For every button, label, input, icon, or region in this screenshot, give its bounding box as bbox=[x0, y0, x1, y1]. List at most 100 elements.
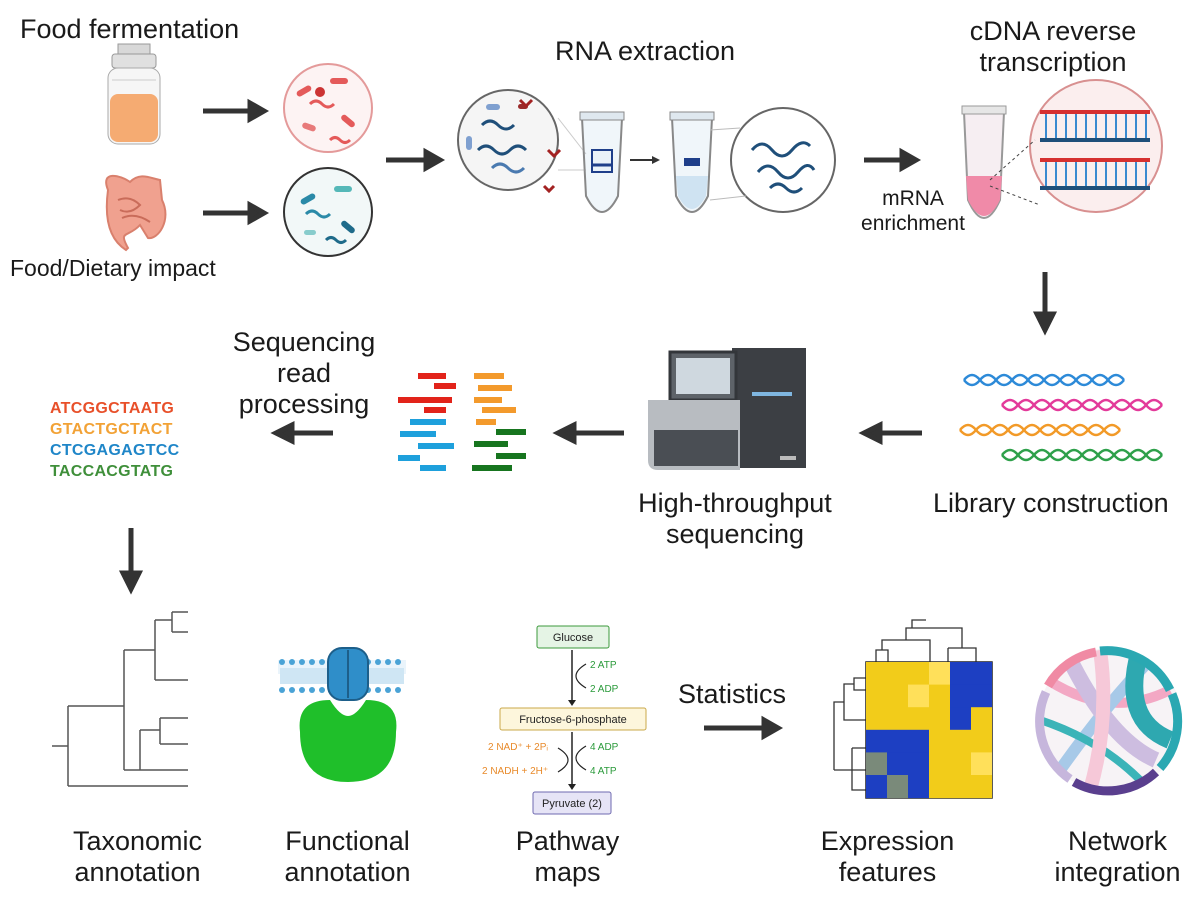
heatmap-cell bbox=[866, 775, 887, 799]
pathway-atp-out: 4 ATP bbox=[590, 766, 617, 777]
label-rna-extraction: RNA extraction bbox=[555, 36, 736, 66]
heatmap-cell bbox=[908, 707, 929, 731]
heatmap-cell bbox=[971, 752, 992, 776]
pathway-glucose: Glucose bbox=[553, 632, 593, 644]
heatmap-cell bbox=[929, 707, 950, 731]
network-ring-icon bbox=[1035, 646, 1183, 796]
heatmap-cell bbox=[908, 775, 929, 799]
heatmap-cell bbox=[971, 775, 992, 799]
label-taxonomic-annotation: Taxonomic annotation bbox=[55, 826, 220, 888]
heatmap-dendrogram-top-icon bbox=[875, 619, 977, 662]
heatmap-cell bbox=[971, 729, 992, 753]
sequence-list: ATCGGCTAATG GTACTGCTACT CTCGAGAGTCC TACC… bbox=[50, 398, 180, 482]
heatmap-cell bbox=[866, 707, 887, 731]
membrane-transporter-icon bbox=[278, 647, 406, 701]
heatmap-cell bbox=[887, 752, 908, 776]
heatmap-cell bbox=[929, 752, 950, 776]
cdna-tube-icon bbox=[961, 105, 1007, 219]
heatmap-cell bbox=[950, 684, 971, 708]
label-func-line1: Functional bbox=[285, 826, 410, 856]
cdna-zoom-dots-icon bbox=[989, 139, 1041, 206]
heatmap-cell bbox=[950, 752, 971, 776]
label-food-dietary-impact: Food/Dietary impact bbox=[10, 255, 216, 281]
pathway-nad: 2 NAD⁺ + 2Pᵢ bbox=[488, 742, 548, 753]
heatmap-cell bbox=[866, 662, 887, 686]
label-hts-line1: High-throughput bbox=[638, 488, 832, 518]
heatmap-cell bbox=[908, 752, 929, 776]
heatmap-cell bbox=[971, 662, 992, 686]
label-library-construction: Library construction bbox=[933, 488, 1169, 518]
label-tax-line1: Taxonomic bbox=[72, 826, 203, 856]
flow-arrows bbox=[118, 98, 1058, 741]
rna-microbe-circle-icon bbox=[457, 89, 559, 191]
pathway-nadh: 2 NADH + 2H⁺ bbox=[482, 766, 548, 777]
heatmap-cell bbox=[887, 662, 908, 686]
fermentation-jar-icon bbox=[107, 43, 161, 145]
heatmap-cell bbox=[929, 662, 950, 686]
label-mrna-enrichment: mRNA enrichment bbox=[858, 186, 968, 236]
pathway-pyruvate: Pyruvate (2) bbox=[542, 798, 602, 810]
label-food-fermentation: Food fermentation bbox=[20, 14, 240, 44]
sequencer-machine-icon bbox=[648, 348, 806, 470]
zoom-lines-tube2-icon bbox=[709, 127, 747, 201]
pathway-adp-out: 2 ADP bbox=[590, 684, 619, 695]
pathway-f6p: Fructose-6-phosphate bbox=[519, 714, 627, 726]
label-pathway-maps: Pathway maps bbox=[490, 826, 645, 888]
label-expression-features: Expression features bbox=[805, 826, 970, 888]
heatmap-cell bbox=[929, 729, 950, 753]
label-mrna-line2: enrichment bbox=[861, 212, 965, 235]
microbe-circle-fermentation-icon bbox=[283, 63, 373, 153]
heatmap-cell bbox=[866, 752, 887, 776]
label-expr-line1: Expression bbox=[820, 826, 955, 856]
heatmap-dendrogram-left-icon bbox=[833, 677, 866, 791]
heatmap-cell bbox=[971, 684, 992, 708]
label-srp-line1: Sequencing bbox=[232, 327, 376, 357]
rna-small-fragments-icon bbox=[518, 98, 562, 194]
label-sequencing-read-processing: Sequencing read processing bbox=[216, 327, 392, 420]
cdna-zoom-circle-icon bbox=[1029, 79, 1163, 213]
heatmap-cell bbox=[866, 729, 887, 753]
spin-column-tube-1-icon bbox=[579, 111, 625, 213]
sequence-line: CTCGAGAGTCC bbox=[50, 442, 180, 459]
heatmap-cell bbox=[887, 729, 908, 753]
enzyme-shape-icon bbox=[299, 700, 397, 782]
pathway-adp-in: 4 ADP bbox=[590, 742, 619, 753]
label-expr-line2: features bbox=[838, 857, 937, 887]
rna-strand-circle-icon bbox=[730, 107, 836, 213]
heatmap-cell bbox=[908, 729, 929, 753]
pathway-map-icon bbox=[499, 625, 647, 815]
heatmap-cell bbox=[929, 775, 950, 799]
heatmap-cell bbox=[929, 684, 950, 708]
heatmap-cell bbox=[908, 684, 929, 708]
network-chord-diagram-icon bbox=[1038, 648, 1182, 792]
heatmap-cell bbox=[887, 684, 908, 708]
zoom-lines-rna-icon bbox=[557, 117, 587, 171]
heatmap-cell bbox=[887, 775, 908, 799]
label-srp-line3: processing bbox=[238, 389, 370, 419]
label-cdna-line1: cDNA reverse bbox=[969, 16, 1137, 46]
small-arrow-icon bbox=[630, 156, 660, 164]
heatmap-grid bbox=[865, 661, 993, 799]
sequence-line: ATCGGCTAATG bbox=[50, 400, 175, 417]
heatmap-cell bbox=[866, 684, 887, 708]
label-cdna-line2: transcription bbox=[979, 47, 1127, 77]
label-functional-annotation: Functional annotation bbox=[265, 826, 430, 888]
heatmap-cell bbox=[908, 662, 929, 686]
library-dna-helices-icon bbox=[959, 373, 1163, 462]
heatmap-cell bbox=[950, 707, 971, 731]
label-func-line2: annotation bbox=[284, 857, 411, 887]
read-fragments-icon bbox=[398, 373, 526, 471]
label-high-throughput-sequencing: High-throughput sequencing bbox=[620, 488, 850, 550]
label-net-line2: integration bbox=[1054, 857, 1181, 887]
microbe-circle-dietary-icon bbox=[283, 167, 373, 257]
label-statistics: Statistics bbox=[678, 679, 787, 709]
label-cdna-reverse-transcription: cDNA reverse transcription bbox=[958, 16, 1148, 78]
label-network-integration: Network integration bbox=[1040, 826, 1195, 888]
heatmap-cell bbox=[950, 775, 971, 799]
sequence-line: TACCACGTATG bbox=[50, 463, 174, 480]
taxonomic-tree-icon bbox=[52, 611, 188, 787]
spin-column-tube-2-icon bbox=[669, 111, 715, 213]
label-pathway-line1: Pathway bbox=[515, 826, 620, 856]
heatmap-cell bbox=[887, 707, 908, 731]
